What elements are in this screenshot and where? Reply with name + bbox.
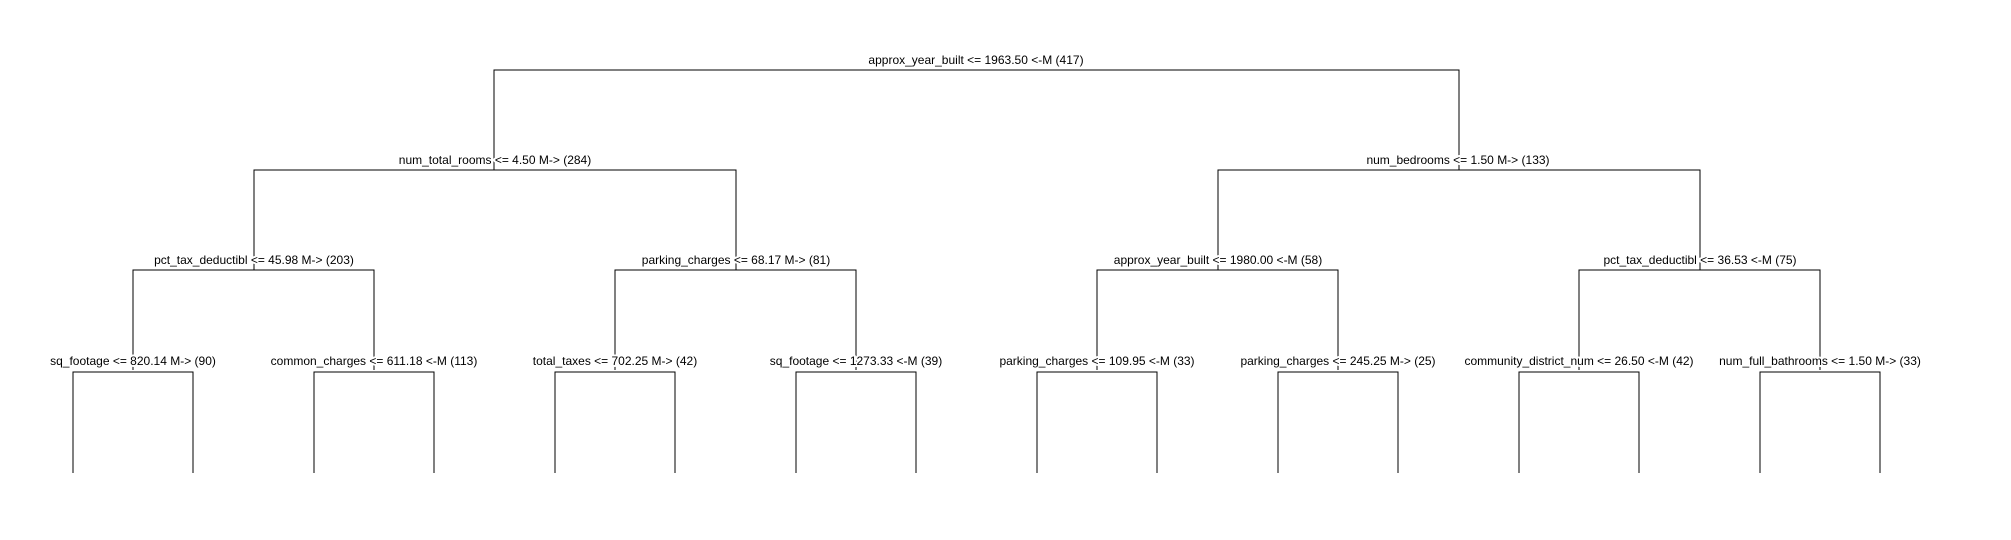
node-label-num-bedrooms: num_bedrooms <= 1.50 M-> (133) xyxy=(1366,153,1549,167)
edge-num-full-bathrooms-split xyxy=(1759,371,1881,473)
edge-root-split xyxy=(493,69,1460,170)
edge-parking-charges-68-split xyxy=(614,269,857,370)
edge-approx-year-built-1980-split xyxy=(1096,269,1339,370)
node-label-num-full-bathrooms: num_full_bathrooms <= 1.50 M-> (33) xyxy=(1719,354,1921,368)
edge-common-charges-split xyxy=(313,371,435,473)
edge-total-taxes-split xyxy=(554,371,676,473)
node-label-common-charges: common_charges <= 611.18 <-M (113) xyxy=(271,354,478,368)
edge-sq-footage-1273-split xyxy=(795,371,917,473)
edge-community-district-num-split xyxy=(1518,371,1640,473)
node-label-num-total-rooms: num_total_rooms <= 4.50 M-> (284) xyxy=(399,153,591,167)
node-label-sq-footage-820: sq_footage <= 820.14 M-> (90) xyxy=(50,354,216,368)
edge-parking-charges-109-split xyxy=(1036,371,1158,473)
node-label-pct-tax-deductibl-36: pct_tax_deductibl <= 36.53 <-M (75) xyxy=(1603,253,1796,267)
node-label-pct-tax-deductibl-45: pct_tax_deductibl <= 45.98 M-> (203) xyxy=(154,253,354,267)
edge-sq-footage-820-split xyxy=(72,371,194,473)
node-label-total-taxes: total_taxes <= 702.25 M-> (42) xyxy=(533,354,697,368)
node-label-parking-charges-109: parking_charges <= 109.95 <-M (33) xyxy=(999,354,1194,368)
node-label-root: approx_year_built <= 1963.50 <-M (417) xyxy=(868,53,1083,67)
edge-pct-tax-deductibl-36-split xyxy=(1578,269,1821,370)
edge-num-bedrooms-split xyxy=(1217,169,1701,270)
node-label-community-district-num: community_district_num <= 26.50 <-M (42) xyxy=(1464,354,1693,368)
node-label-parking-charges-68: parking_charges <= 68.17 M-> (81) xyxy=(642,253,830,267)
edge-parking-charges-245-split xyxy=(1277,371,1399,473)
node-label-parking-charges-245: parking_charges <= 245.25 M-> (25) xyxy=(1240,354,1435,368)
edge-num-total-rooms-split xyxy=(253,169,737,270)
edge-pct-tax-deductibl-45-split xyxy=(132,269,375,370)
node-label-sq-footage-1273: sq_footage <= 1273.33 <-M (39) xyxy=(770,354,942,368)
node-label-approx-year-built-1980: approx_year_built <= 1980.00 <-M (58) xyxy=(1114,253,1322,267)
